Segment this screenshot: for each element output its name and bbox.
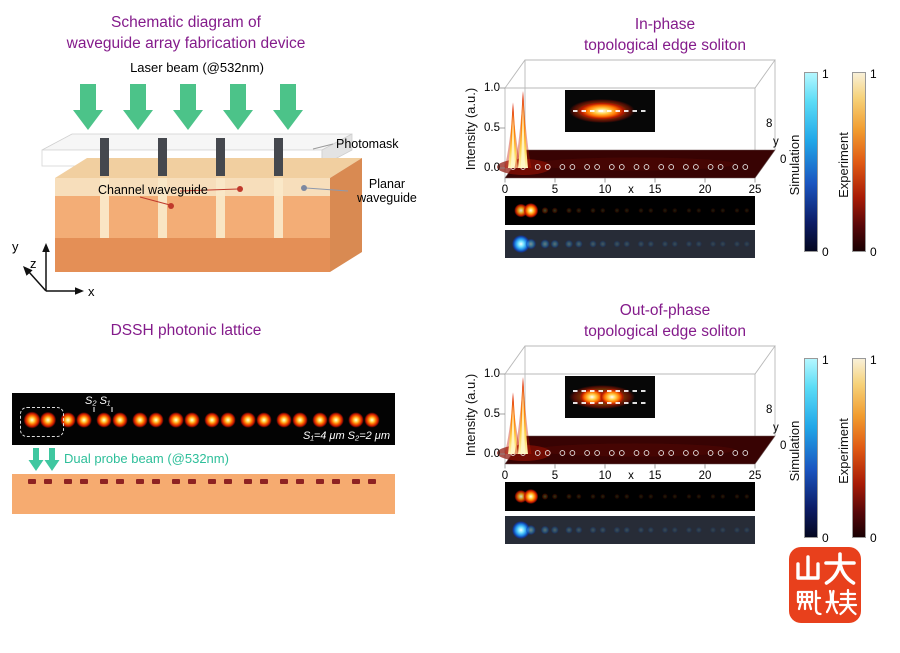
university-media-logo: 山大融媒 bbox=[789, 547, 861, 623]
sample-slab bbox=[12, 474, 395, 514]
depth-min: 0 bbox=[780, 440, 787, 452]
axis-tick-marks bbox=[500, 87, 756, 183]
field-inset-content bbox=[569, 385, 647, 409]
ytick: 0.5 bbox=[484, 408, 500, 420]
spacing-dimensions-label: S₁=4 μm S₂=2 μm bbox=[303, 430, 390, 442]
xtick: 20 bbox=[698, 470, 712, 482]
lattice-site-markers bbox=[510, 450, 749, 456]
depth-axis-label: y bbox=[773, 422, 779, 434]
colorbar-max: 1 bbox=[870, 353, 877, 367]
simulation-colorbar-label: Simulation bbox=[787, 420, 802, 482]
simulation-colorbar bbox=[804, 72, 818, 252]
fabrication-title-line2: waveguide array fabrication device bbox=[66, 35, 306, 52]
photomask-label: Photomask bbox=[336, 137, 399, 151]
channel-waveguide-label: Channel waveguide bbox=[98, 183, 208, 197]
ytick: 1.0 bbox=[484, 368, 500, 380]
simulation-colorbar-label: Simulation bbox=[787, 134, 802, 196]
sample-slab-canvas bbox=[28, 479, 376, 484]
experiment-colorbar bbox=[852, 358, 866, 538]
x-axis-label: x bbox=[628, 184, 634, 196]
ytick: 0.5 bbox=[484, 122, 500, 134]
spacing-tick-marks bbox=[93, 407, 113, 412]
axis-y-label: y bbox=[12, 239, 19, 254]
leader-lines bbox=[139, 143, 349, 209]
photomask-slits bbox=[100, 138, 283, 176]
soliton-3d-canvas bbox=[497, 59, 776, 183]
probe-beam-label: Dual probe beam (@532nm) bbox=[64, 451, 229, 466]
planar-waveguide-label: Planar waveguide bbox=[357, 177, 417, 205]
xtick: 0 bbox=[501, 184, 509, 196]
soliton-3d-canvas bbox=[497, 345, 776, 469]
experiment-colorbar-label: Experiment bbox=[836, 132, 851, 198]
xtick: 10 bbox=[598, 184, 612, 196]
spacing-label: S₂ S₁ bbox=[85, 395, 111, 407]
probe-beam-arrows bbox=[28, 448, 60, 471]
colorbar-min: 0 bbox=[870, 245, 877, 259]
depth-max: 8 bbox=[766, 404, 773, 416]
fabrication-title-line1: Schematic diagram of bbox=[111, 14, 261, 31]
laser-beam-label: Laser beam (@532nm) bbox=[130, 60, 264, 75]
dssh-title: DSSH photonic lattice bbox=[110, 322, 262, 339]
written-waveguide-marks bbox=[28, 479, 376, 484]
ytick: 1.0 bbox=[484, 82, 500, 94]
xtick: 5 bbox=[551, 184, 559, 196]
soliton-peaks bbox=[504, 377, 532, 454]
simulation-output-strip bbox=[505, 230, 755, 258]
out-of-phase-panel: Out-of-phase topological edge soliton bbox=[440, 296, 900, 581]
experiment-output-strip bbox=[505, 482, 755, 511]
glyph-shan bbox=[796, 555, 820, 580]
soliton-3d-plot bbox=[450, 341, 800, 491]
colorbar-min: 0 bbox=[870, 531, 877, 545]
xtick: 25 bbox=[748, 470, 762, 482]
soliton-3d-plot bbox=[450, 55, 800, 205]
ytick: 0.0 bbox=[484, 448, 500, 460]
lattice-canvas bbox=[23, 407, 380, 429]
simulation-colorbar bbox=[804, 358, 818, 538]
simulation-output-strip bbox=[505, 516, 755, 544]
fabrication-schematic bbox=[23, 84, 362, 295]
logo-glyphs bbox=[796, 552, 858, 616]
colorbar-max: 1 bbox=[870, 67, 877, 81]
glyph-rong bbox=[796, 589, 822, 616]
xtick: 5 bbox=[551, 470, 559, 482]
experiment-colorbar-label: Experiment bbox=[836, 418, 851, 484]
colorbar-max: 1 bbox=[822, 67, 829, 81]
xtick: 15 bbox=[648, 184, 662, 196]
xtick: 0 bbox=[501, 470, 509, 482]
experiment-colorbar bbox=[852, 72, 866, 252]
fabrication-title: Schematic diagram of waveguide array fab… bbox=[0, 12, 372, 54]
xtick: 25 bbox=[748, 184, 762, 196]
axis-x-label: x bbox=[88, 284, 95, 299]
panel-title: Out-of-phase topological edge soliton bbox=[583, 302, 746, 340]
colorbar-min: 0 bbox=[822, 245, 829, 259]
coordinate-axes bbox=[23, 243, 84, 295]
axis-tick-marks bbox=[500, 373, 756, 469]
lattice-site-dots bbox=[23, 411, 380, 429]
panel-title: In-phase topological edge soliton bbox=[583, 16, 746, 54]
depth-min: 0 bbox=[780, 154, 787, 166]
xtick: 20 bbox=[698, 184, 712, 196]
in-phase-panel: In-phase topological edge soliton bbox=[440, 10, 900, 295]
depth-max: 8 bbox=[766, 118, 773, 130]
xtick: 15 bbox=[648, 470, 662, 482]
colorbar-min: 0 bbox=[822, 531, 829, 545]
soliton-peaks bbox=[504, 91, 532, 168]
experiment-output-strip bbox=[505, 196, 755, 225]
depth-axis-label: y bbox=[773, 136, 779, 148]
x-axis-label: x bbox=[628, 470, 634, 482]
glyph-da bbox=[824, 552, 856, 585]
field-inset-content bbox=[569, 99, 647, 123]
axis-z-label: z bbox=[30, 256, 37, 271]
lattice-intensity-strip bbox=[12, 393, 395, 445]
channel-waveguides bbox=[100, 178, 283, 238]
xtick: 10 bbox=[598, 470, 612, 482]
colorbar-max: 1 bbox=[822, 353, 829, 367]
glyph-mei bbox=[825, 588, 858, 616]
laser-beam-arrows bbox=[73, 84, 303, 130]
ytick: 0.0 bbox=[484, 162, 500, 174]
edge-sites-highlight-box bbox=[20, 407, 64, 437]
